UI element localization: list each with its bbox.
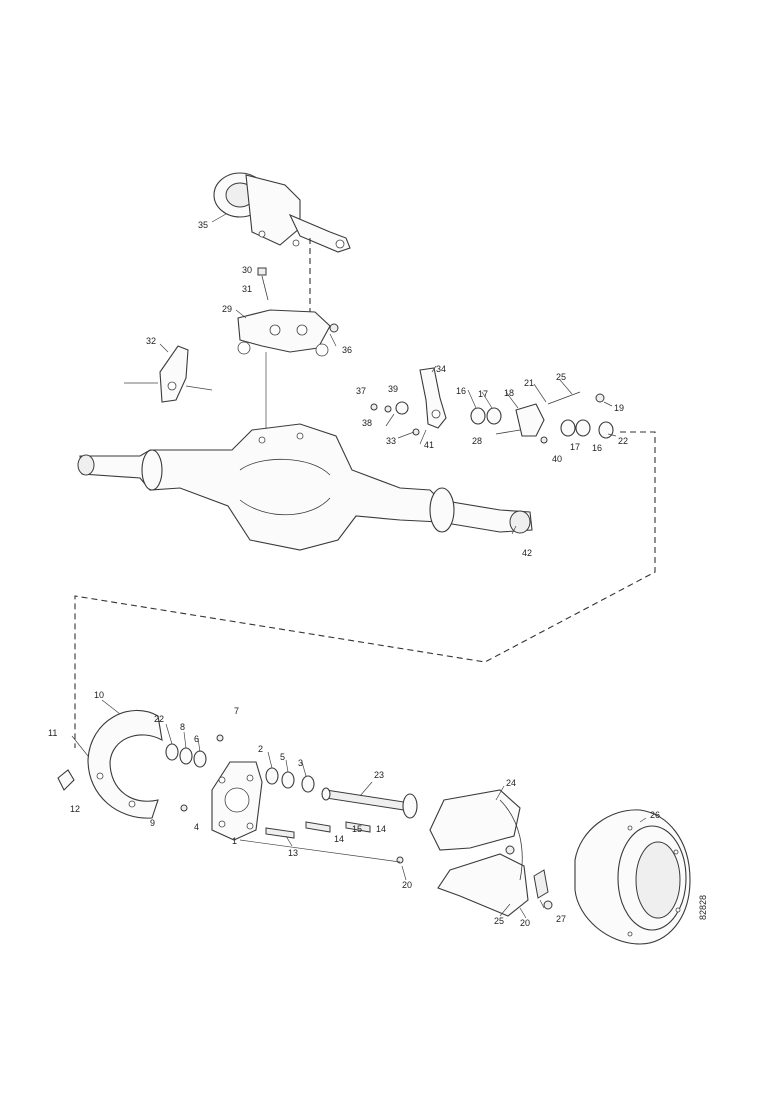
label-21: 21 bbox=[524, 378, 534, 388]
label-37: 37 bbox=[356, 386, 366, 396]
dashed-guide-assembly bbox=[74, 431, 656, 748]
label-17b: 17 bbox=[570, 442, 580, 452]
label-14b: 14 bbox=[376, 824, 386, 834]
label-4: 4 bbox=[194, 822, 199, 832]
axle-housing bbox=[77, 423, 533, 551]
label-24: 24 bbox=[506, 778, 516, 788]
label-2: 2 bbox=[258, 744, 263, 754]
label-11: 11 bbox=[48, 728, 57, 738]
label-19: 19 bbox=[614, 403, 624, 413]
label-1: 1 bbox=[232, 836, 237, 846]
label-20b: 20 bbox=[520, 918, 530, 928]
label-41: 41 bbox=[424, 440, 434, 450]
label-20: 20 bbox=[402, 880, 412, 890]
label-8: 8 bbox=[180, 722, 185, 732]
drawing-code: 82828 bbox=[698, 895, 708, 920]
label-25a: 25 bbox=[556, 372, 566, 382]
label-6: 6 bbox=[194, 734, 199, 744]
label-32: 32 bbox=[146, 336, 156, 346]
leader-lines bbox=[71, 213, 647, 919]
label-31: 31 bbox=[242, 284, 252, 294]
camshaft-23 bbox=[321, 787, 418, 819]
label-14: 14 bbox=[334, 834, 344, 844]
label-16b: 16 bbox=[592, 443, 602, 453]
label-38: 38 bbox=[362, 418, 372, 428]
label-18: 18 bbox=[504, 388, 514, 398]
label-5: 5 bbox=[280, 752, 285, 762]
label-26: 26 bbox=[650, 810, 660, 820]
label-34: 34 bbox=[436, 364, 446, 374]
part-labels: 35 30 31 29 36 32 34 37 39 38 16 17 18 2… bbox=[48, 220, 708, 928]
label-7: 7 bbox=[234, 706, 239, 716]
label-10: 10 bbox=[94, 690, 104, 700]
label-12: 12 bbox=[70, 804, 80, 814]
spider-flange bbox=[211, 734, 263, 841]
label-13: 13 bbox=[288, 848, 298, 858]
label-9: 9 bbox=[150, 818, 155, 828]
label-33: 33 bbox=[386, 436, 396, 446]
part-12 bbox=[57, 769, 75, 791]
label-40: 40 bbox=[552, 454, 562, 464]
label-17a: 17 bbox=[478, 389, 488, 399]
label-42: 42 bbox=[522, 548, 532, 558]
label-25b: 25 bbox=[494, 916, 504, 926]
slack-adjuster-group bbox=[370, 367, 614, 444]
label-36: 36 bbox=[342, 345, 352, 355]
dust-shield bbox=[87, 710, 163, 819]
label-30: 30 bbox=[242, 265, 252, 275]
label-27: 27 bbox=[556, 914, 566, 924]
bracket-32 bbox=[124, 345, 213, 403]
label-29: 29 bbox=[222, 304, 232, 314]
guide-anchor bbox=[239, 839, 401, 863]
label-35: 35 bbox=[198, 220, 208, 230]
label-22a: 22 bbox=[618, 436, 628, 446]
brake-shoes bbox=[429, 789, 553, 917]
label-16a: 16 bbox=[456, 386, 466, 396]
label-39: 39 bbox=[388, 384, 398, 394]
label-23: 23 bbox=[374, 770, 384, 780]
label-28: 28 bbox=[472, 436, 482, 446]
bolt-30-31 bbox=[257, 267, 269, 301]
label-15: 15 bbox=[352, 824, 362, 834]
brake-chamber bbox=[213, 172, 351, 253]
label-22b: 22 bbox=[154, 714, 164, 724]
chamber-bracket bbox=[237, 309, 339, 357]
bearing-stack-right bbox=[265, 767, 315, 793]
label-3: 3 bbox=[298, 758, 303, 768]
brake-drum bbox=[574, 809, 691, 945]
